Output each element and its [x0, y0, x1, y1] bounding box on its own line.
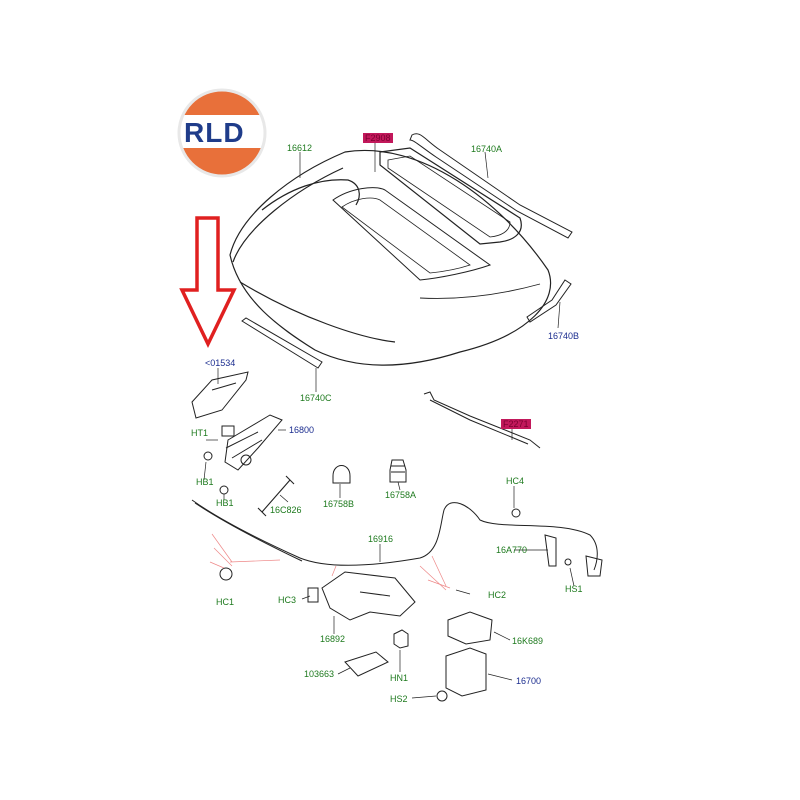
seal-side-b: [526, 279, 572, 323]
latch-support: [447, 611, 493, 645]
clip-hc1: [219, 567, 233, 581]
label-hc3: HC3: [278, 595, 297, 605]
hinge-assembly: [221, 414, 283, 471]
gas-strut: [257, 475, 295, 517]
rld-logo: [176, 88, 268, 178]
label-release-handle: 16A770: [496, 545, 528, 555]
label-seal-side-c: 16740C: [300, 393, 332, 403]
label-cable-bracket: 16892: [320, 634, 346, 644]
fasteners-left: [203, 451, 229, 495]
label-hn1: HN1: [390, 673, 409, 683]
label-gas-strut: 16C826: [270, 505, 302, 515]
label-hood: 16612: [287, 143, 313, 153]
cable-bracket: [307, 571, 416, 621]
label-release-cable: 16916: [368, 534, 394, 544]
label-seal-side-b: 16740B: [548, 331, 580, 341]
label-hc2: HC2: [488, 590, 507, 600]
label-hb1-bottom: HB1: [216, 498, 234, 508]
seal-side-c: [241, 317, 323, 369]
label-seal-front: 16740A: [471, 144, 503, 154]
label-washer-hose: F2271: [501, 419, 531, 429]
red-arrow-icon: [179, 216, 237, 349]
label-hinge: 16800: [289, 425, 315, 435]
label-bracket: 103663: [304, 669, 335, 679]
leader-lines: [203, 142, 575, 699]
latch-assembly: [436, 647, 487, 702]
callout-lines: [209, 533, 451, 591]
label-hc1: HC1: [216, 597, 235, 607]
hood-panel: [229, 147, 552, 366]
release-handle: [511, 508, 603, 577]
label-hc4: HC4: [506, 476, 525, 486]
bump-stop-a: [389, 459, 407, 483]
nut-hn1: [393, 629, 409, 649]
washer-hose: [423, 391, 541, 449]
label-hs1: HS1: [565, 584, 583, 594]
label-ht1: HT1: [191, 428, 209, 438]
hinge-cover: [191, 371, 249, 419]
logo-text: RLD: [184, 117, 245, 148]
label-latch: 16700: [516, 676, 542, 686]
label-hs2: HS2: [390, 694, 408, 704]
label-bump-stop-b: 16758B: [323, 499, 355, 509]
label-hb1-left: HB1: [196, 477, 214, 487]
release-cable: [191, 499, 598, 571]
label-latch-support: 16K689: [512, 636, 544, 646]
label-hood-insulator: F2908: [363, 133, 393, 143]
seal-front: [409, 133, 573, 239]
label-bump-stop-a: 16758A: [385, 490, 417, 500]
label-hinge-cover: <01534: [205, 358, 236, 368]
bracket-103663: [344, 651, 389, 677]
bump-stop-b: [332, 465, 351, 484]
